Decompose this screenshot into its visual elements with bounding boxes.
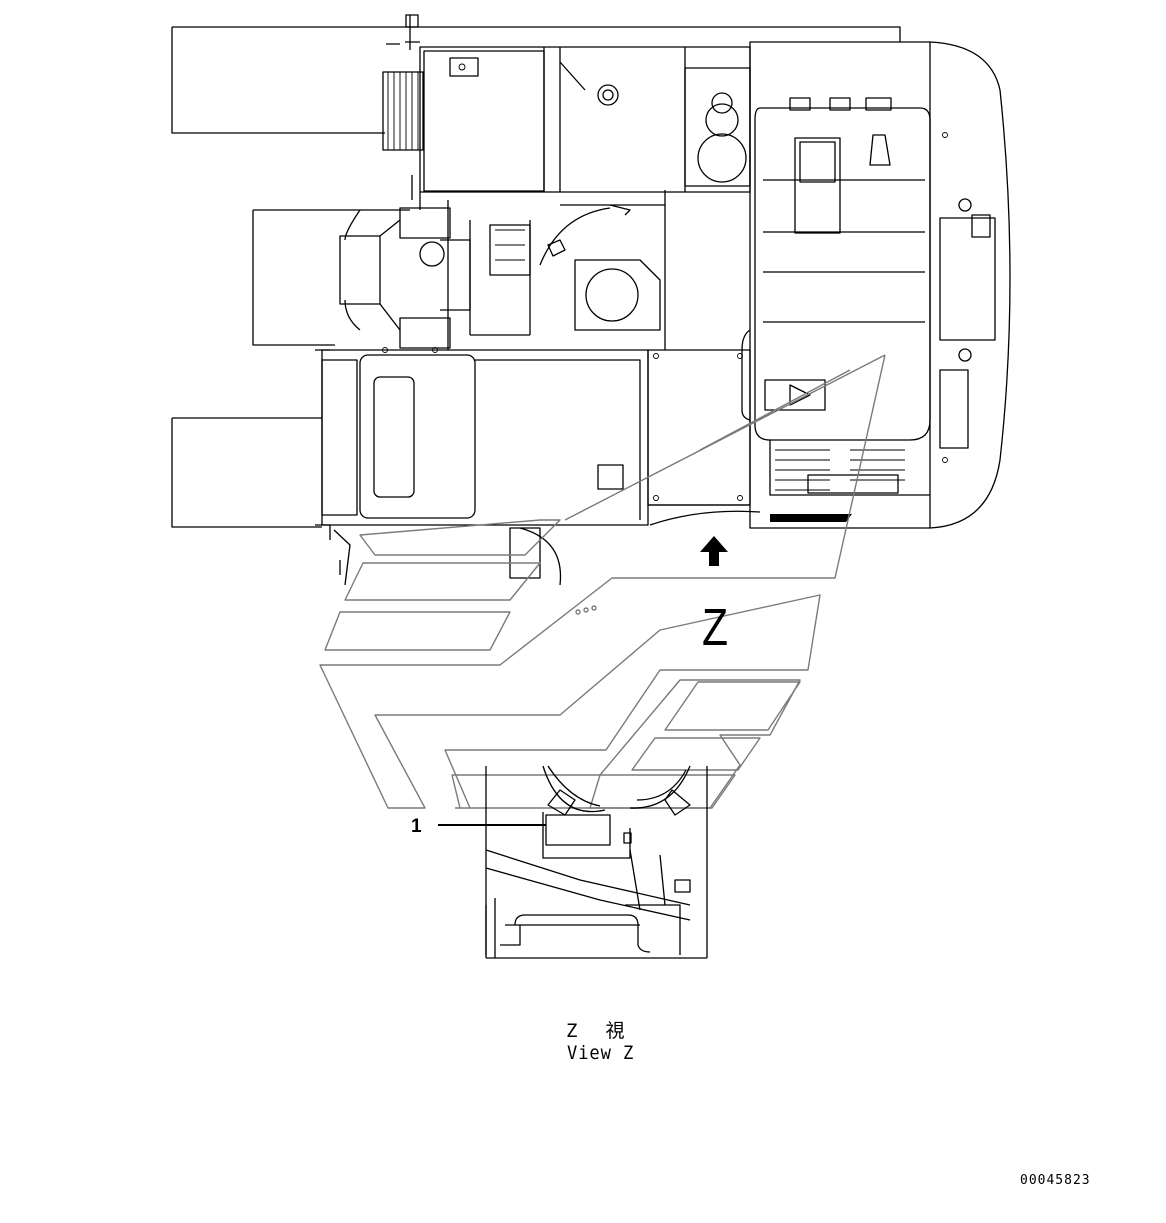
view-z-detail xyxy=(438,765,708,959)
radiator-tank xyxy=(315,347,649,586)
engine-compartment xyxy=(386,14,751,210)
operator-cab xyxy=(741,41,1011,529)
view-caption-jp-kanji: 視 xyxy=(605,1020,627,1042)
track-outlines xyxy=(171,26,901,528)
hydraulic-section xyxy=(339,190,666,350)
middle-compartment xyxy=(647,349,761,526)
step-marks xyxy=(770,514,852,522)
drawing-number: 00045823 xyxy=(1020,1173,1091,1188)
view-letter-label: Z xyxy=(702,599,729,657)
view-direction-arrow xyxy=(700,536,728,566)
view-z-projection xyxy=(319,354,886,809)
view-caption-en: View Z xyxy=(567,1042,635,1064)
part-number-label: 1 xyxy=(411,816,422,837)
view-caption-jp-letter: Z xyxy=(566,1020,580,1042)
part-1-label-plate xyxy=(545,814,611,846)
